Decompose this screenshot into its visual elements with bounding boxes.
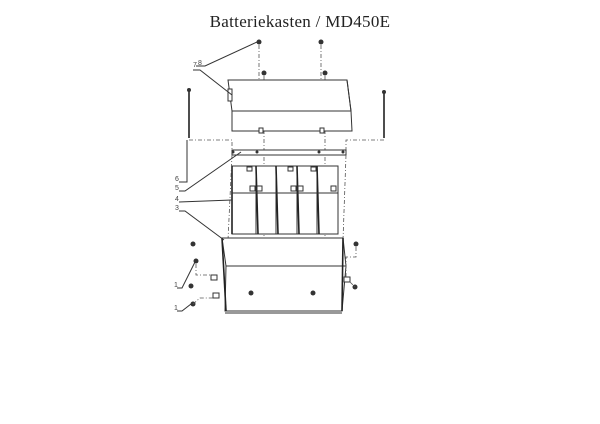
callout-8: 8 [198,60,202,67]
mounting-hardware [188,241,359,307]
callout-3: 3 [175,205,179,212]
batteries [227,154,347,241]
callout-4: 4 [175,196,179,203]
callout-7-overlay: 7 [193,62,197,69]
battery-cover [227,79,353,134]
retaining-bar [231,149,347,156]
callout-6: 6 [175,176,179,183]
battery-tray [210,237,351,314]
callout-leaders [177,41,258,312]
diagram-title: Batteriekasten / MD450E [209,12,391,31]
callout-5: 5 [175,185,179,192]
callout-1: 1 [174,305,178,312]
callout-2: 1 [174,282,178,289]
callout-labels: 8 7 6 5 4 3 1 1 [174,60,202,312]
long-tie-rods [187,88,386,150]
